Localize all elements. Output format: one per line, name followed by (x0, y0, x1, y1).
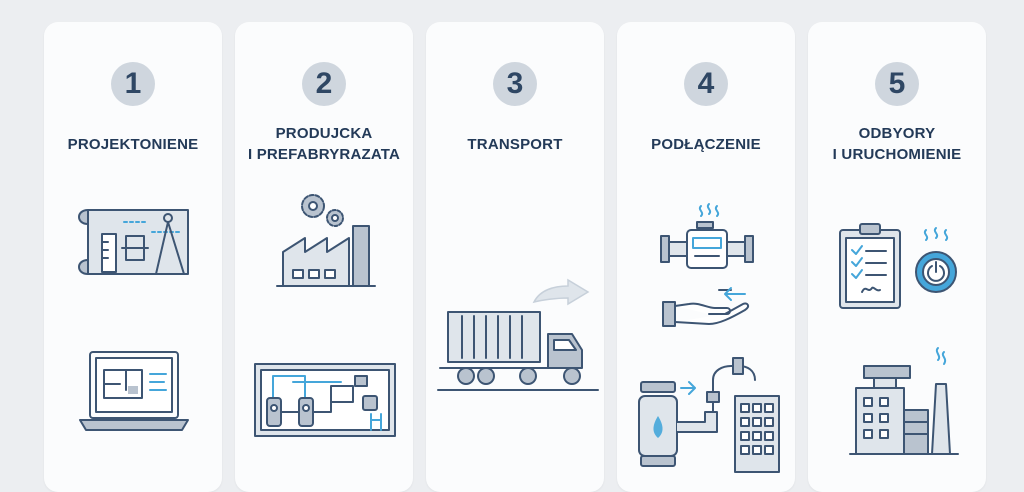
step-card-1: 1 PROJEKTONIENE (44, 22, 222, 492)
step-number-badge: 4 (684, 62, 728, 106)
container-truck-icon (437, 278, 599, 391)
laptop-schematic-icon (79, 351, 189, 431)
step-title: ODBYORY I URUCHOMIENIE (808, 118, 986, 170)
step-title-line: PROJEKTONIENE (67, 135, 199, 153)
industrial-plant-icon (849, 347, 959, 455)
step-title-line: PRODUJCKA (275, 125, 373, 142)
pipeline-building-icon (638, 357, 780, 473)
blueprint-icon (78, 209, 189, 275)
step-card-2: 2 PRODUJCKA I PREFABRYRAZATA (235, 22, 413, 492)
step-title-line: I URUCHOMIENIE (832, 146, 962, 163)
step-card-5: 5 ODBYORY I URUCHOMIENIE (808, 22, 986, 492)
step-title: PROJEKTONIENE (44, 118, 222, 170)
step-title: PODŁĄCZENIE (617, 118, 795, 170)
step-number-badge: 3 (493, 62, 537, 106)
step-title: TRANSPORT (426, 118, 604, 170)
step-number-badge: 1 (111, 62, 155, 106)
checklist-clipboard-icon (839, 223, 901, 309)
step-card-3: 3 TRANSPORT (426, 22, 604, 492)
hand-connection-icon (662, 287, 750, 327)
step-number-badge: 2 (302, 62, 346, 106)
factory-gears-icon (276, 194, 376, 287)
power-button-icon (915, 227, 957, 293)
step-title: PRODUJCKA I PREFABRYRAZATA (235, 118, 413, 170)
step-card-4: 4 PODŁĄCZENIE (617, 22, 795, 492)
prefab-module-icon (254, 363, 396, 437)
step-title-line: PODŁĄCZENIE (651, 135, 761, 153)
step-title-line: TRANSPORT (467, 135, 563, 153)
step-number-badge: 5 (875, 62, 919, 106)
gas-meter-icon (660, 203, 754, 269)
step-title-line: ODBYORY (858, 125, 936, 142)
step-title-line: I PREFABRYRAZATA (247, 146, 401, 163)
